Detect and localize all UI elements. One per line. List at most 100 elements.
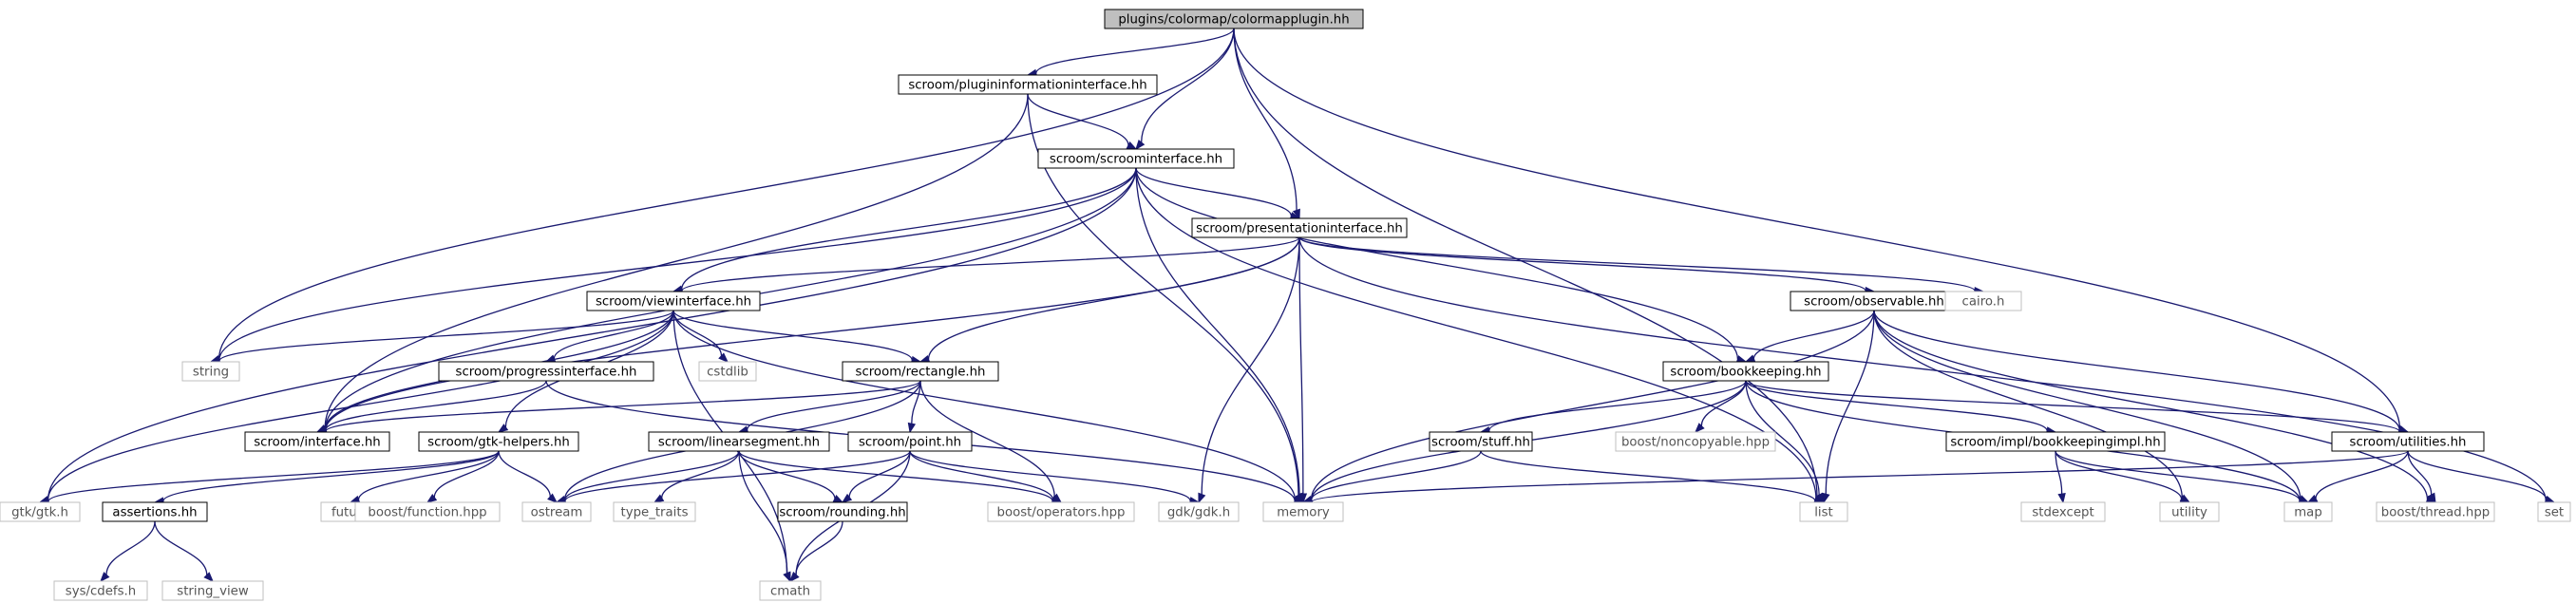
node-noncopyable: boost/noncopyable.hpp — [1615, 431, 1776, 452]
node-plugininfo[interactable]: scroom/plugininformationinterface.hh — [898, 74, 1158, 95]
node-label: scroom/bookkeeping.hh — [1670, 366, 1821, 380]
edge-presif-to-memory — [1298, 236, 1308, 504]
node-boostthread: boost/thread.hpp — [2376, 501, 2495, 522]
edge-gtkhelpers-to-gtkh — [38, 450, 500, 506]
node-label: list — [1814, 506, 1833, 520]
node-linearseg[interactable]: scroom/linearsegment.hh — [648, 431, 830, 452]
node-observable[interactable]: scroom/observable.hh — [1790, 291, 1959, 311]
edge-gtkhelpers-to-boostfunc — [426, 450, 500, 503]
node-label: scroom/rectangle.hh — [856, 366, 986, 380]
node-label: scroom/progressinterface.hh — [456, 366, 637, 380]
node-label: cairo.h — [1962, 295, 2005, 310]
node-label: type_traits — [620, 506, 688, 520]
node-label: scroom/observable.hh — [1804, 295, 1944, 310]
node-scroomif[interactable]: scroom/scroominterface.hh — [1037, 148, 1235, 169]
node-gtkhelpers[interactable]: scroom/gtk-helpers.hh — [418, 431, 579, 452]
node-label: boost/operators.hpp — [997, 506, 1126, 520]
node-rounding[interactable]: scroom/rounding.hh — [777, 501, 908, 522]
node-presif[interactable]: scroom/presentationinterface.hh — [1191, 217, 1408, 238]
edge-root-to-list — [1233, 28, 1826, 503]
edge-rectangle-to-point — [907, 380, 921, 434]
node-label: scroom/interface.hh — [254, 436, 381, 450]
edge-root-to-plugininfo — [1026, 28, 1235, 78]
node-label: boost/noncopyable.hpp — [1621, 436, 1770, 450]
node-label: utility — [2171, 506, 2207, 520]
node-interface[interactable]: scroom/interface.hh — [244, 431, 390, 452]
node-label: scroom/scroominterface.hh — [1050, 153, 1222, 167]
edge-presif-to-cairo — [1298, 236, 1985, 295]
edge-assertions-to-stringview — [154, 520, 214, 582]
node-label: string_view — [177, 585, 249, 599]
edge-presif-to-observable — [1298, 236, 1876, 295]
node-label: boost/function.hpp — [368, 506, 486, 520]
node-root[interactable]: plugins/colormap/colormapplugin.hh — [1104, 9, 1364, 29]
edge-scroomif-to-gtkh — [38, 167, 1137, 504]
edge-utilities-to-set — [2407, 450, 2556, 503]
node-bookkeeping[interactable]: scroom/bookkeeping.hh — [1662, 361, 1829, 382]
node-bkimpl[interactable]: scroom/impl/bookkeepingimpl.hh — [1945, 431, 2166, 452]
edge-point-to-ostream — [555, 450, 911, 505]
node-rectangle[interactable]: scroom/rectangle.hh — [842, 361, 999, 382]
node-list: list — [1799, 501, 1848, 522]
node-label: scroom/plugininformationinterface.hh — [908, 79, 1146, 93]
edge-root-to-presif — [1233, 28, 1300, 220]
node-gdkh: gdk/gdk.h — [1158, 501, 1240, 522]
node-label: gtk/gtk.h — [11, 506, 68, 520]
node-utility: utility — [2159, 501, 2220, 522]
edge-utilities-to-boostthread — [2407, 450, 2436, 504]
node-boostfunc: boost/function.hpp — [354, 501, 501, 522]
node-cairo: cairo.h — [1944, 291, 2022, 311]
edge-point-to-rounding — [841, 450, 911, 503]
edge-observable-to-utilities — [1873, 310, 2410, 435]
edge-scroomif-to-presif — [1135, 167, 1301, 220]
edge-bkimpl-to-stdexcept — [2055, 450, 2066, 504]
node-progressif[interactable]: scroom/progressinterface.hh — [438, 361, 654, 382]
node-cmath: cmath — [759, 580, 822, 601]
node-label: assertions.hh — [112, 506, 197, 520]
edge-bookkeeping-to-list — [1745, 380, 1825, 504]
node-viewif[interactable]: scroom/viewinterface.hh — [586, 291, 761, 311]
edge-gtkhelpers-to-ostream — [498, 450, 559, 503]
node-syscdefs: sys/cdefs.h — [53, 580, 148, 601]
edge-stuff-to-list — [1480, 450, 1826, 505]
node-stuff[interactable]: scroom/stuff.hh — [1429, 431, 1533, 452]
node-label: stdexcept — [2032, 506, 2093, 520]
node-label: scroom/viewinterface.hh — [596, 295, 751, 310]
node-assertions[interactable]: assertions.hh — [102, 501, 208, 522]
node-point[interactable]: scroom/point.hh — [847, 431, 973, 452]
edge-scroomif-to-string — [209, 167, 1137, 365]
node-label: cmath — [770, 585, 810, 599]
node-label: gdk/gdk.h — [1167, 506, 1230, 520]
edge-utilities-to-map — [2306, 450, 2409, 503]
node-cstdlib: cstdlib — [698, 361, 757, 382]
edge-utilities-to-memory — [1301, 450, 2409, 506]
edge-presif-to-set — [1298, 236, 2556, 505]
node-label: scroom/utilities.hh — [2350, 436, 2467, 450]
node-map: map — [2283, 501, 2333, 522]
node-set: set — [2537, 501, 2571, 522]
edge-linearseg-to-typetraits — [653, 450, 740, 503]
node-memory: memory — [1262, 501, 1344, 522]
node-stdexcept: stdexcept — [2020, 501, 2106, 522]
node-label: scroom/stuff.hh — [1431, 436, 1530, 450]
edge-presif-to-rectangle — [919, 236, 1300, 364]
node-string: string — [181, 361, 240, 382]
edge-gtkhelpers-to-assertions — [153, 450, 500, 505]
node-label: scroom/rounding.hh — [779, 506, 905, 520]
node-label: plugins/colormap/colormapplugin.hh — [1118, 13, 1349, 28]
edge-viewif-to-rectangle — [672, 310, 922, 365]
edge-point-to-boostops — [909, 450, 1063, 503]
node-label: memory — [1277, 506, 1330, 520]
node-label: map — [2294, 506, 2322, 520]
node-label: scroom/impl/bookkeepingimpl.hh — [1950, 436, 2160, 450]
edge-stuff-to-memory — [1301, 450, 1482, 504]
node-utilities[interactable]: scroom/utilities.hh — [2331, 431, 2485, 452]
edge-bookkeeping-to-utilities — [1745, 380, 2410, 436]
node-label: cstdlib — [707, 366, 748, 380]
edge-presif-to-interface — [315, 236, 1300, 435]
node-label: scroom/presentationinterface.hh — [1196, 222, 1403, 236]
node-boostops: boost/operators.hpp — [987, 501, 1135, 522]
edge-root-to-scroomif — [1135, 28, 1235, 151]
node-stringview: string_view — [161, 580, 264, 601]
